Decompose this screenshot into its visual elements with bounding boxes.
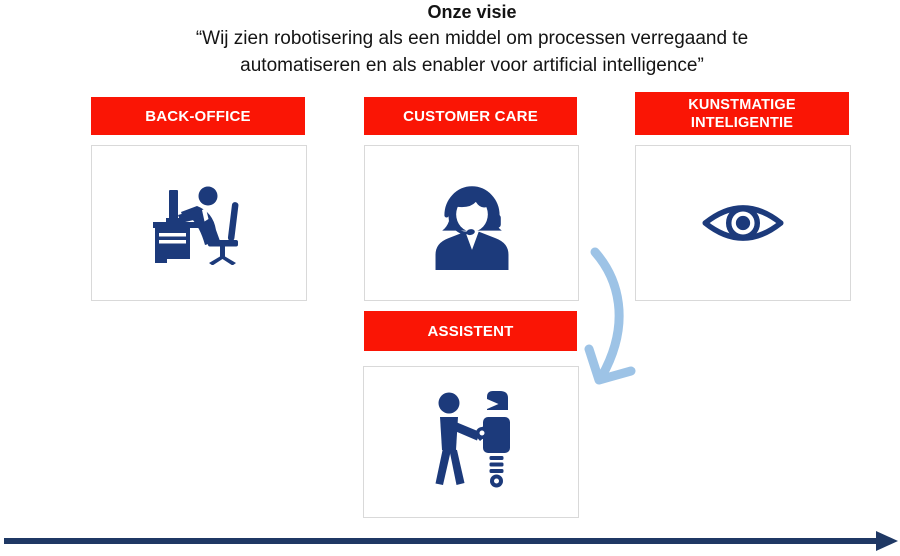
kunstmatige-inteligentie-box — [635, 145, 851, 301]
vision-quote-line-2: automatiseren en als enabler voor artifi… — [240, 55, 704, 76]
desk-worker-icon — [153, 186, 239, 265]
header-back-office: BACK-OFFICE — [91, 97, 305, 135]
vision-quote: “Wij zien robotisering als een middel om… — [42, 25, 900, 79]
human-robot-handshake-icon — [435, 391, 510, 488]
curved-down-arrow — [584, 247, 636, 385]
header-assistent: ASSISTENT — [364, 311, 577, 351]
header-customer-care: CUSTOMER CARE — [364, 97, 577, 135]
customer-care-box — [364, 145, 579, 301]
headset-agent-icon — [435, 186, 508, 271]
eye-icon — [702, 205, 784, 241]
vision-quote-line-1: “Wij zien robotisering als een middel om… — [195, 28, 749, 49]
page-title: Onze visie — [427, 2, 517, 22]
assistent-box — [363, 366, 579, 518]
timeline-arrow — [4, 531, 898, 551]
header-kunstmatige-inteligentie: KUNSTMATIGE INTELIGENTIE — [635, 92, 849, 135]
back-office-box — [91, 145, 307, 301]
